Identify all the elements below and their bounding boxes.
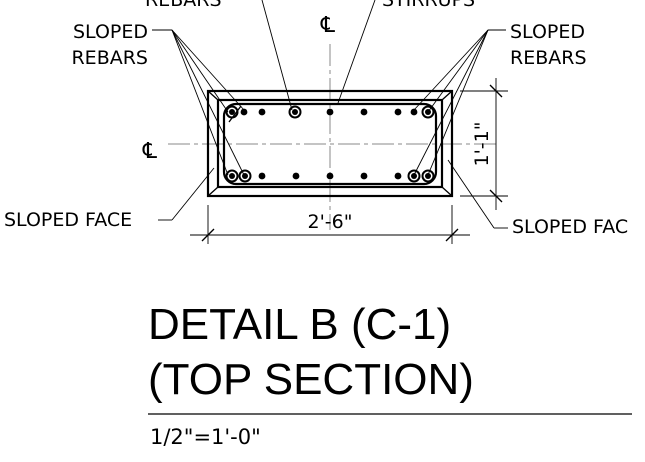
- sloped-face-edge: [207, 90, 219, 101]
- detail-title-line2: (TOP SECTION): [148, 355, 474, 404]
- top-rebar-row: [225, 105, 435, 119]
- sloped-rebar: [411, 173, 417, 179]
- sloped-rebar: [229, 109, 235, 115]
- stirrup-hook: [228, 105, 242, 123]
- sloped-face-left-leader: [171, 167, 215, 221]
- sloped-rebars-left-line1: SLOPED: [73, 21, 148, 43]
- rebar: [360, 172, 368, 180]
- height-dimension-text: 1'-1": [471, 122, 493, 167]
- sloped-face-edge: [441, 186, 453, 197]
- rebar: [326, 108, 334, 116]
- sloped-rebar: [421, 105, 435, 119]
- rebar: [326, 172, 334, 180]
- sloped-rebar: [425, 173, 431, 179]
- sloped-face-right-label: SLOPED FAC: [512, 216, 628, 238]
- sloped-rebar: [410, 108, 418, 116]
- rebars-leader: [261, 0, 293, 111]
- rebar: [394, 172, 402, 180]
- width-dimension-text: 2'-6": [308, 211, 353, 233]
- stirrups-leader: [337, 0, 376, 104]
- sloped-rebar: [225, 105, 239, 119]
- detail-title-line1: DETAIL B (C-1): [148, 300, 451, 349]
- section-outer-outline: [206, 89, 454, 198]
- scale-label: 1/2"=1'-0": [150, 425, 261, 449]
- sloped-face-right-leader: [447, 159, 495, 229]
- rebar: [360, 108, 368, 116]
- height-dimension: [460, 78, 508, 210]
- sloped-rebar: [425, 109, 431, 115]
- rebars-label-top: REBARS: [145, 0, 222, 11]
- rebar: [394, 108, 402, 116]
- stirrups-label-top: STIRRUPS: [382, 0, 475, 11]
- sloped-rebars-left-leaders: [152, 29, 245, 176]
- sloped-rebar: [225, 169, 239, 183]
- sloped-rebar: [229, 173, 235, 179]
- sloped-rebar: [421, 169, 435, 183]
- sloped-rebars-left-line2: REBARS: [71, 47, 148, 69]
- rebar: [258, 172, 266, 180]
- rebar: [292, 172, 300, 180]
- stirrup: [222, 102, 438, 186]
- rebar: [292, 109, 298, 115]
- sloped-face-left-label: SLOPED FACE: [4, 209, 132, 231]
- sloped-face-edge: [441, 90, 453, 101]
- sloped-face-edge: [207, 186, 219, 197]
- sloped-rebar: [407, 169, 421, 183]
- sloped-rebars-right-line1: SLOPED: [510, 21, 585, 43]
- section-inner-face: [216, 98, 444, 189]
- centerline-symbol-top: ℄: [320, 13, 336, 38]
- width-dimension: [190, 205, 470, 244]
- centerline-symbol-left: ℄: [142, 139, 158, 164]
- sloped-rebar: [240, 108, 248, 116]
- bottom-rebar-row: [225, 169, 435, 183]
- sloped-rebar: [238, 169, 252, 183]
- rebar: [288, 105, 302, 119]
- rebar: [258, 108, 266, 116]
- sloped-rebars-right-line2: REBARS: [510, 47, 587, 69]
- sloped-rebar: [242, 173, 248, 179]
